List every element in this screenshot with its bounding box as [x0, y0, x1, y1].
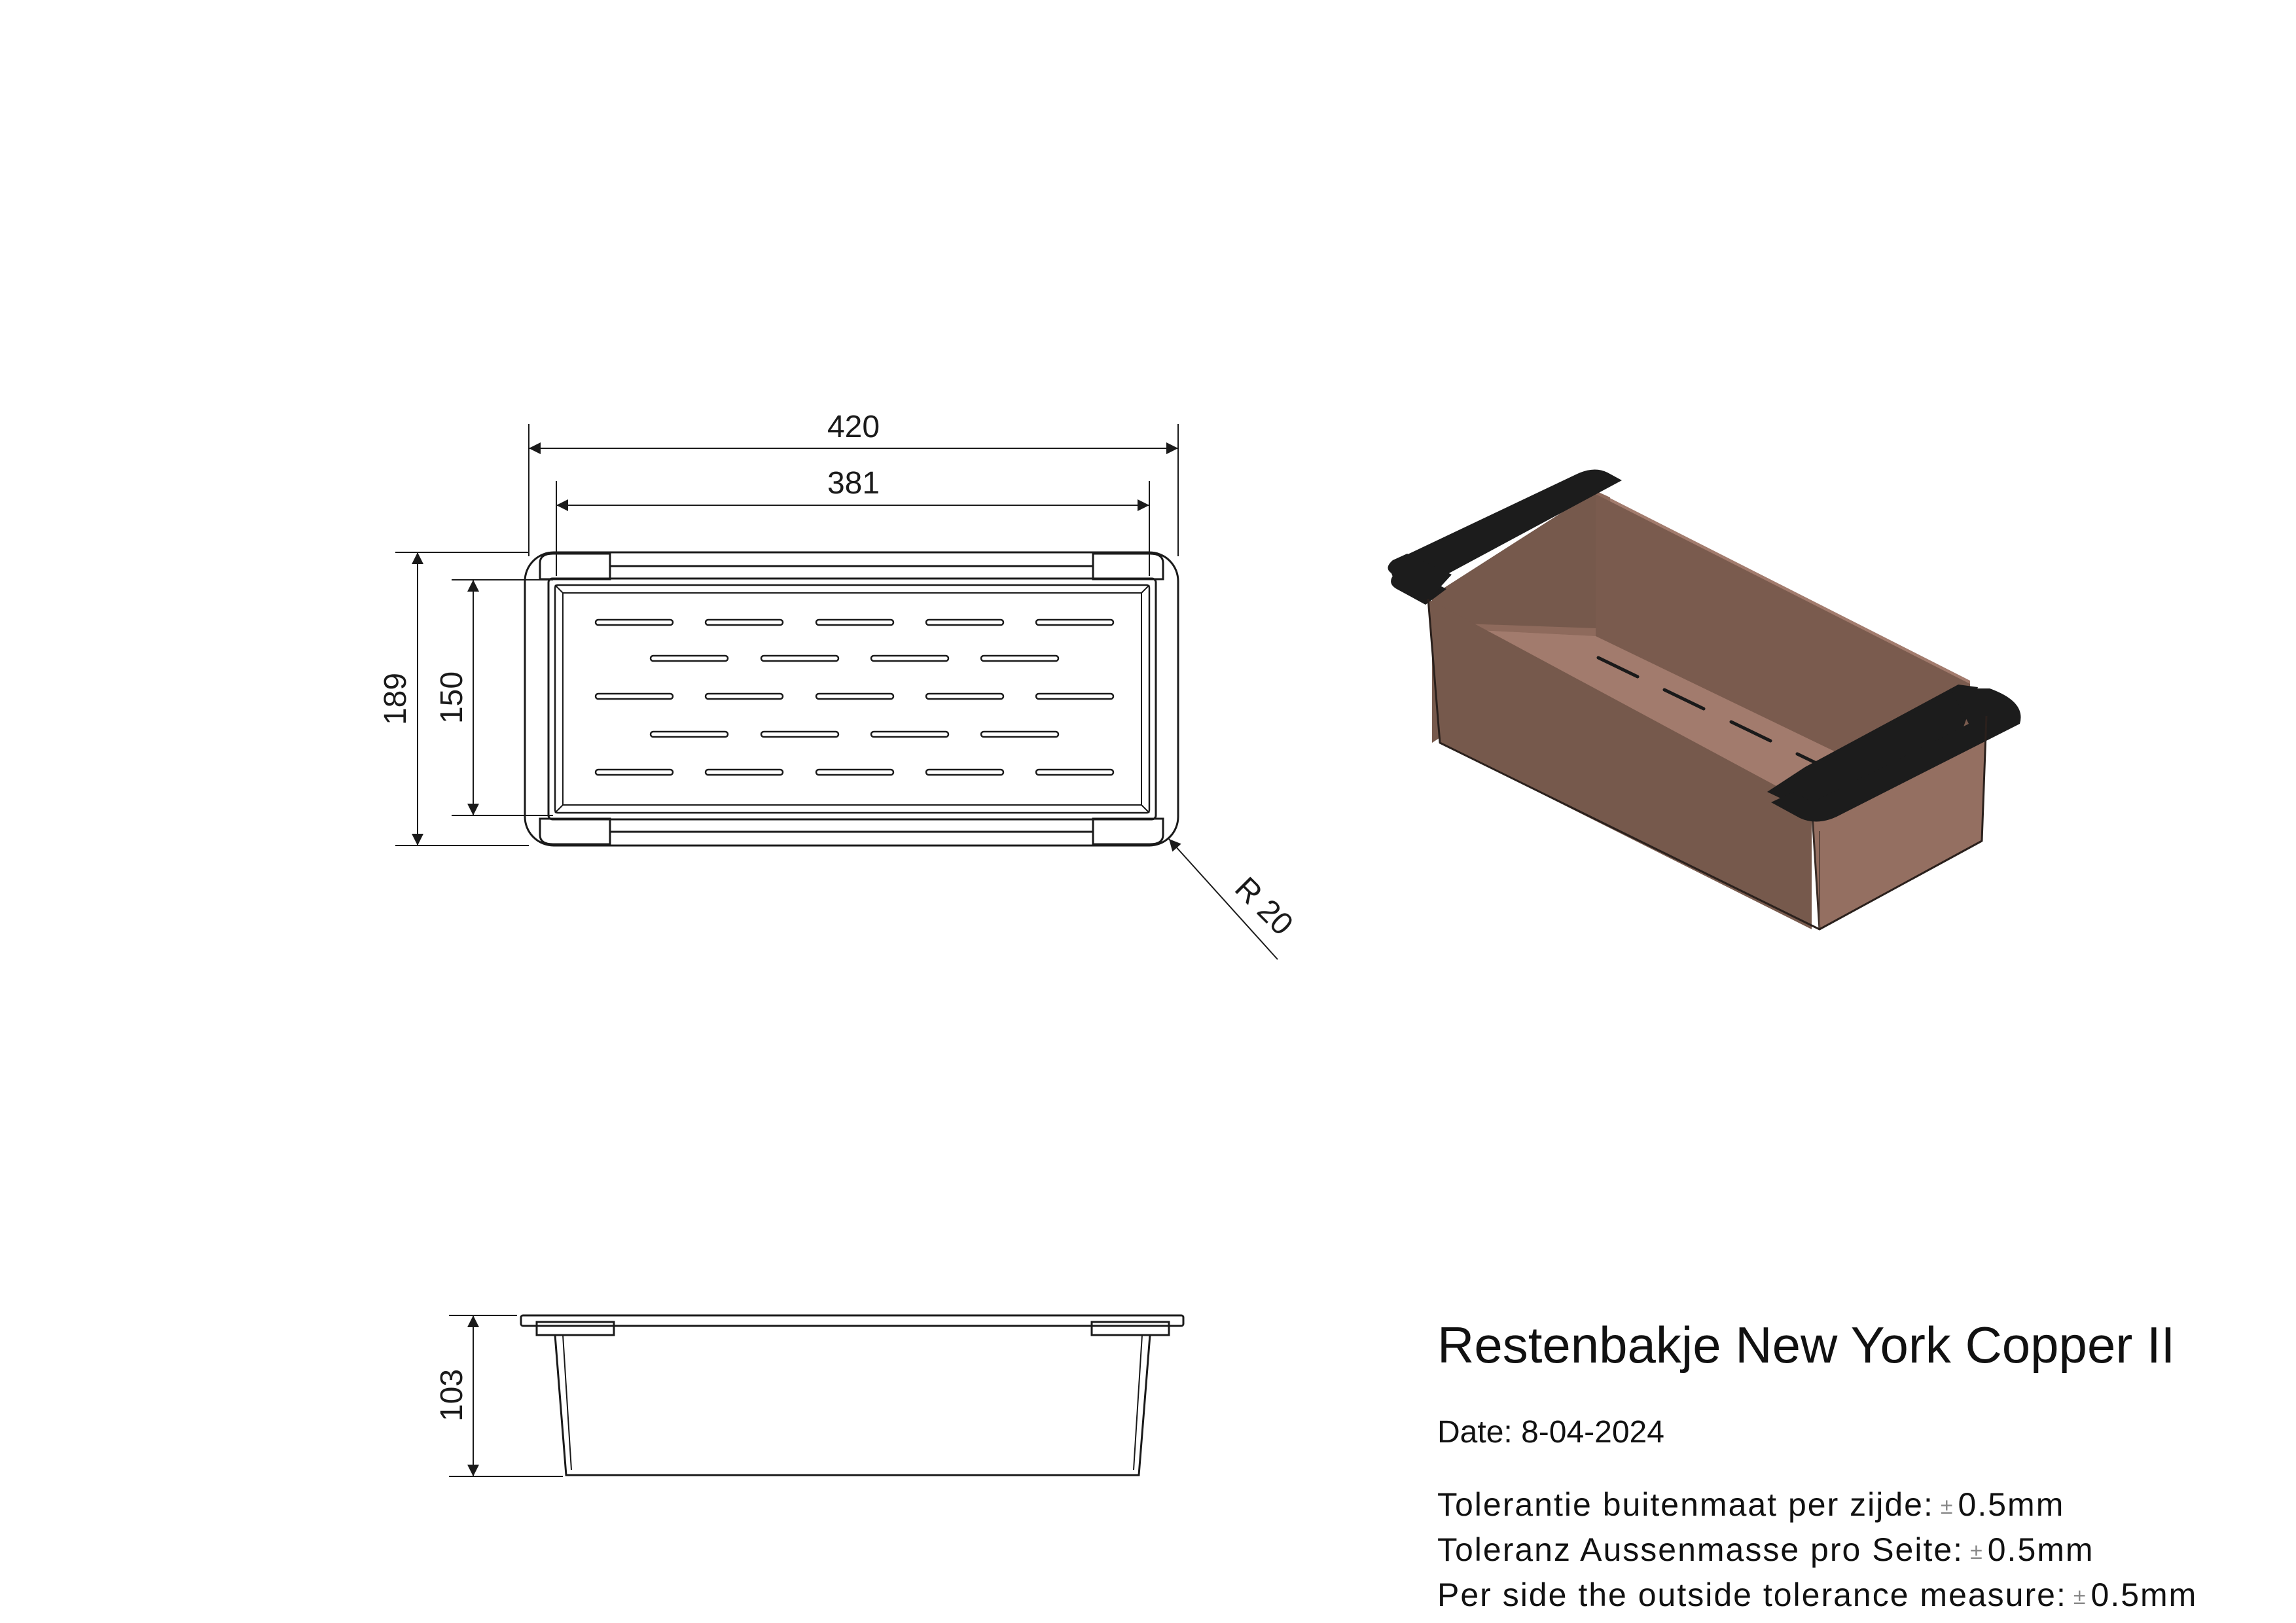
- drain-slot: [760, 654, 840, 662]
- dim-label-189: 189: [378, 673, 413, 725]
- title-block: Restenbakje New York Copper II Date: 8-0…: [1437, 1315, 2197, 1618]
- top-view-corner-cap: [539, 817, 611, 846]
- basket-rim-front: [1767, 685, 1978, 806]
- drain-slot: [704, 618, 784, 626]
- tolerance-line: Tolerantie buitenmaat per zijde:±0.5mm: [1437, 1483, 2197, 1528]
- basket-rim-back: [1390, 469, 1622, 576]
- drain-slot: [1035, 692, 1115, 700]
- tolerance-value: 0.5mm: [1987, 1531, 2094, 1568]
- tolerance-value: 0.5mm: [2090, 1577, 2198, 1613]
- drain-slot: [704, 768, 784, 776]
- basket-rim-corner-left: [1388, 554, 1452, 602]
- plus-minus-symbol: ±: [2073, 1584, 2087, 1609]
- tolerance-line: Per side the outside tolerance measure:±…: [1437, 1573, 2197, 1618]
- drain-slot: [649, 654, 729, 662]
- drain-slot: [594, 768, 674, 776]
- top-view-outer-rim: [524, 551, 1179, 847]
- drain-slot: [815, 768, 895, 776]
- drain-slot: [870, 730, 950, 738]
- top-view: [524, 551, 1179, 847]
- side-view: [520, 1314, 1185, 1476]
- top-view-corner-cap: [539, 552, 611, 580]
- dim-label-radius: R 20: [1228, 870, 1299, 942]
- drain-slot: [1035, 768, 1115, 776]
- side-view-rim: [520, 1314, 1185, 1327]
- product-title: Restenbakje New York Copper II: [1437, 1316, 2176, 1374]
- drain-slots: [594, 618, 1115, 776]
- floor-drain-slot: [1596, 656, 1640, 679]
- drawing-date: Date: 8-04-2024: [1437, 1415, 1664, 1450]
- drain-slot: [925, 692, 1005, 700]
- top-view-dimensions: [395, 424, 1278, 960]
- basket-outer-side: [1428, 599, 1812, 929]
- dim-label-420: 420: [827, 410, 880, 444]
- drain-slot: [870, 654, 950, 662]
- side-view-corner-cap-left: [535, 1321, 615, 1336]
- side-view-dimensions: [449, 1315, 563, 1477]
- top-view-corner-cap: [1092, 817, 1164, 846]
- side-view-corner-cap-right: [1090, 1321, 1170, 1336]
- drain-slot: [1035, 618, 1115, 626]
- basket-outer-end: [1812, 716, 1986, 929]
- floor-drain-slot: [1662, 688, 1706, 711]
- drain-slot: [760, 730, 840, 738]
- dim-leader-radius: [1168, 838, 1278, 960]
- drain-slot: [594, 618, 674, 626]
- drain-slot: [594, 692, 674, 700]
- dim-label-103: 103: [435, 1369, 469, 1421]
- drain-slot: [980, 730, 1060, 738]
- side-view-body: [554, 1334, 1151, 1476]
- top-view-inner-basket: [547, 577, 1157, 821]
- dim-label-381: 381: [827, 466, 880, 501]
- tolerance-label: Toleranz Aussenmasse pro Seite:: [1437, 1531, 1964, 1568]
- drain-slot: [649, 730, 729, 738]
- top-view-corner-cap: [1092, 552, 1164, 580]
- drain-slot: [925, 618, 1005, 626]
- tolerance-label: Per side the outside tolerance measure:: [1437, 1577, 2067, 1613]
- drain-slot: [815, 618, 895, 626]
- basket-rim-right-cap: [1771, 688, 2021, 822]
- dim-label-150: 150: [435, 671, 469, 724]
- drain-slot: [704, 692, 784, 700]
- floor-drain-slot: [1729, 720, 1772, 743]
- drain-slot: [815, 692, 895, 700]
- isometric-view: [1388, 469, 2021, 931]
- tolerance-label: Tolerantie buitenmaat per zijde:: [1437, 1486, 1934, 1523]
- drain-slot: [925, 768, 1005, 776]
- tolerance-line: Toleranz Aussenmasse pro Seite:±0.5mm: [1437, 1528, 2197, 1573]
- floor-drain-slots: [1596, 656, 1839, 775]
- drain-slot: [980, 654, 1060, 662]
- plus-minus-symbol: ±: [1970, 1539, 1984, 1564]
- plus-minus-symbol: ±: [1940, 1494, 1954, 1519]
- tolerance-value: 0.5mm: [1958, 1486, 2065, 1523]
